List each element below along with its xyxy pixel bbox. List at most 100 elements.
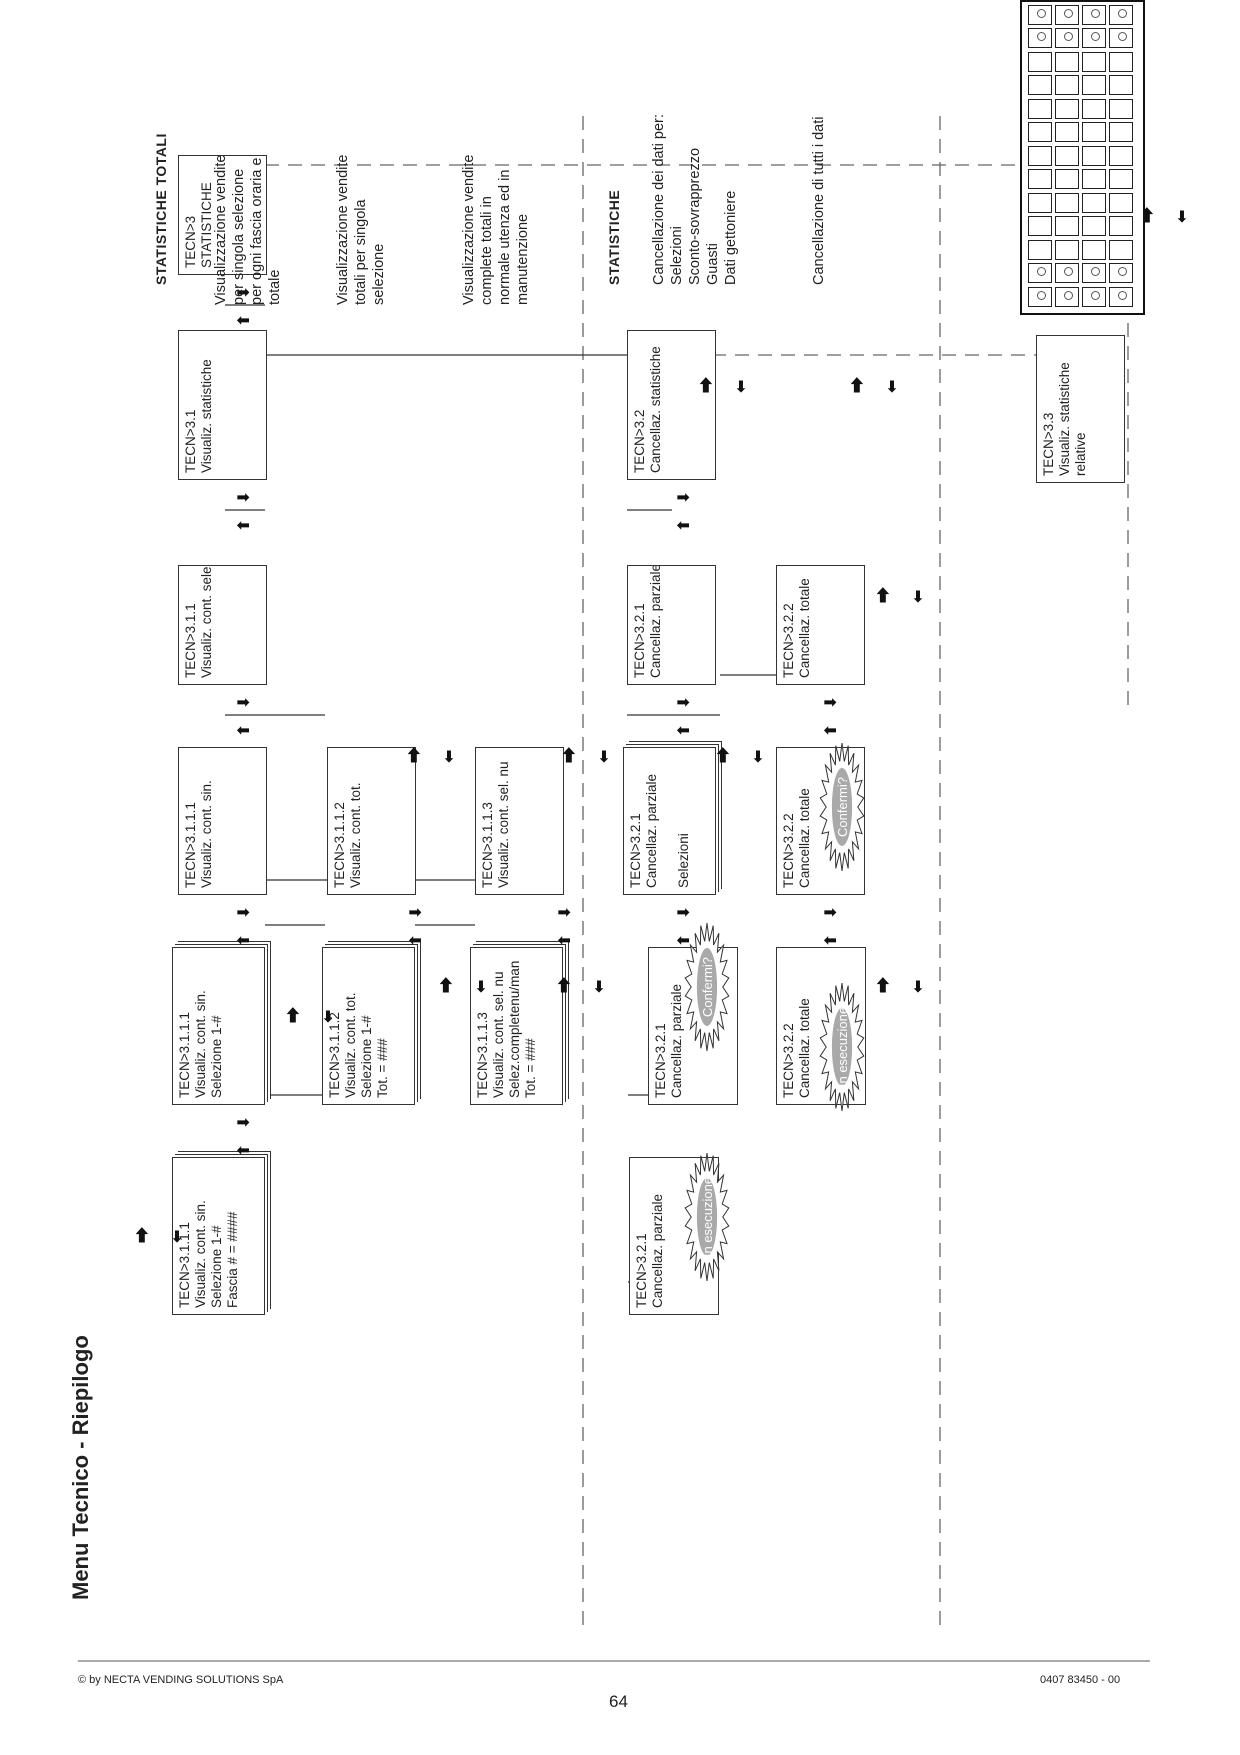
menu-box-line: Visualiz. cont. selez. — [199, 565, 214, 678]
arrow-up-icon: ⬆ — [234, 1143, 253, 1157]
menu-box-line: TECN>3.1.1.1 — [177, 1012, 192, 1098]
menu-box-line: TECN>3.2.1 — [653, 1023, 668, 1098]
arrow-back-icon: ⬅ — [748, 749, 767, 763]
menu-box-line: Selezione 1-# — [359, 1015, 374, 1098]
arrow-up-icon: ⬆ — [555, 933, 574, 947]
keypad-key — [1028, 28, 1052, 49]
keypad-key — [1082, 216, 1106, 237]
arrow-up-icon: ⬆ — [821, 723, 840, 737]
keypad-key — [1028, 263, 1052, 284]
keypad-key — [1028, 52, 1052, 72]
starburst-shape — [819, 742, 865, 872]
arrow-enter-icon: ⮕ — [437, 976, 456, 993]
keypad-key — [1055, 5, 1079, 25]
arrow-up-icon: ⬆ — [234, 518, 253, 532]
description-line: manutenzione — [515, 213, 531, 305]
arrow-back-icon: ⬅ — [439, 749, 458, 763]
keypad-led — [1064, 9, 1073, 18]
arrow-up-icon: ⬆ — [234, 723, 253, 737]
arrow-up-icon: ⬆ — [821, 933, 840, 947]
arrow-down-icon: ⬇ — [674, 490, 693, 504]
confirm-burst: Confermi? — [819, 742, 865, 872]
keypad-key — [1028, 216, 1052, 237]
description-line: totale — [267, 269, 283, 305]
menu-box-line: Cancellaz. statistiche — [648, 346, 663, 473]
arrow-enter-icon: ⮕ — [284, 1006, 303, 1023]
keypad-key — [1082, 240, 1106, 260]
keypad-key — [1109, 75, 1133, 96]
arrow-up-icon: ⬆ — [674, 723, 693, 737]
keypad-led — [1118, 291, 1127, 300]
menu-box-line: TECN>3.2 — [632, 409, 647, 473]
description-line: Visualizzazione vendite — [213, 154, 229, 305]
description-line: Visualizzazione vendite — [335, 154, 351, 305]
keypad-key — [1055, 75, 1079, 96]
arrow-back-icon: ⬅ — [882, 379, 901, 393]
keypad-key — [1109, 287, 1133, 307]
menu-box-line: Cancellaz. parziale — [650, 1193, 665, 1308]
keypad-key — [1082, 287, 1106, 307]
keypad-led — [1037, 9, 1046, 18]
keypad-led — [1118, 9, 1127, 18]
keypad-key — [1028, 146, 1052, 166]
footer-copyright: © by NECTA VENDING SOLUTIONS SpA — [78, 1674, 284, 1686]
menu-box-line: TECN>3.1.1.1 — [183, 802, 198, 888]
menu-box-line: TECN>3.2.2 — [781, 813, 796, 888]
confirm-burst: Confermi? — [684, 922, 730, 1052]
description-line: Selezioni — [669, 226, 685, 285]
description-line: Cancellazione dei dati per: — [651, 114, 667, 285]
keypad-led — [1118, 32, 1127, 42]
arrow-back-icon: ⬅ — [167, 1229, 186, 1243]
keypad-key — [1028, 99, 1052, 119]
keypad-key — [1028, 169, 1052, 190]
keypad-led — [1037, 291, 1046, 300]
starburst-shape — [684, 1152, 730, 1282]
menu-box-line: TECN>3.1.1.3 — [480, 802, 495, 888]
keypad-key — [1082, 122, 1106, 143]
menu-box-line: TECN>3.1 — [183, 409, 198, 473]
menu-box-line: Cancellaz. totale — [797, 998, 812, 1098]
menu-box-line: TECN>3.1.1.3 — [475, 1012, 490, 1098]
arrow-up-icon: ⬆ — [674, 933, 693, 947]
menu-box-line: Visualiz. cont. sel. nu — [496, 761, 511, 888]
keypad-key — [1082, 28, 1106, 49]
keypad-key — [1055, 287, 1079, 307]
arrow-enter-icon: ⮕ — [714, 746, 733, 763]
keypad-led — [1091, 291, 1100, 300]
keypad-led — [1037, 267, 1046, 277]
arrow-down-icon: ⬇ — [234, 1115, 253, 1129]
menu-box-line: TECN>3.1.1.2 — [332, 802, 347, 888]
running-burst: In esecuzione — [819, 982, 865, 1112]
description-line: Visualizzazione vendite — [461, 154, 477, 305]
menu-box-line: Cancellaz. parziale — [644, 773, 659, 888]
description-line: Sconto-sovrapprezzo — [687, 147, 703, 285]
menu-box-line: Visualiz. cont. sel. nu — [491, 971, 506, 1098]
keypad-key — [1082, 146, 1106, 166]
description-line: normale utenza ed in — [497, 169, 513, 305]
menu-box-line: Selezioni — [676, 833, 691, 888]
keypad-key — [1028, 122, 1052, 143]
keypad-key — [1109, 28, 1133, 49]
menu-box-line: TECN>3.2.1 — [634, 1233, 649, 1308]
keypad-key — [1082, 52, 1106, 72]
description-line: totali per singola — [353, 199, 369, 305]
menu-box-line: Tot. = ### — [375, 1038, 390, 1098]
arrow-down-icon: ⬇ — [406, 905, 425, 919]
running-burst: In esecuzione — [684, 1152, 730, 1282]
keypad-led — [1064, 267, 1073, 277]
keypad-key — [1055, 240, 1079, 260]
keypad-key — [1109, 5, 1133, 25]
arrow-down-icon: ⬇ — [234, 490, 253, 504]
keypad-key — [1055, 122, 1079, 143]
menu-box-line: Tot. = ### — [523, 1038, 538, 1098]
keypad-key — [1109, 52, 1133, 72]
keypad-icon — [1020, 0, 1145, 315]
